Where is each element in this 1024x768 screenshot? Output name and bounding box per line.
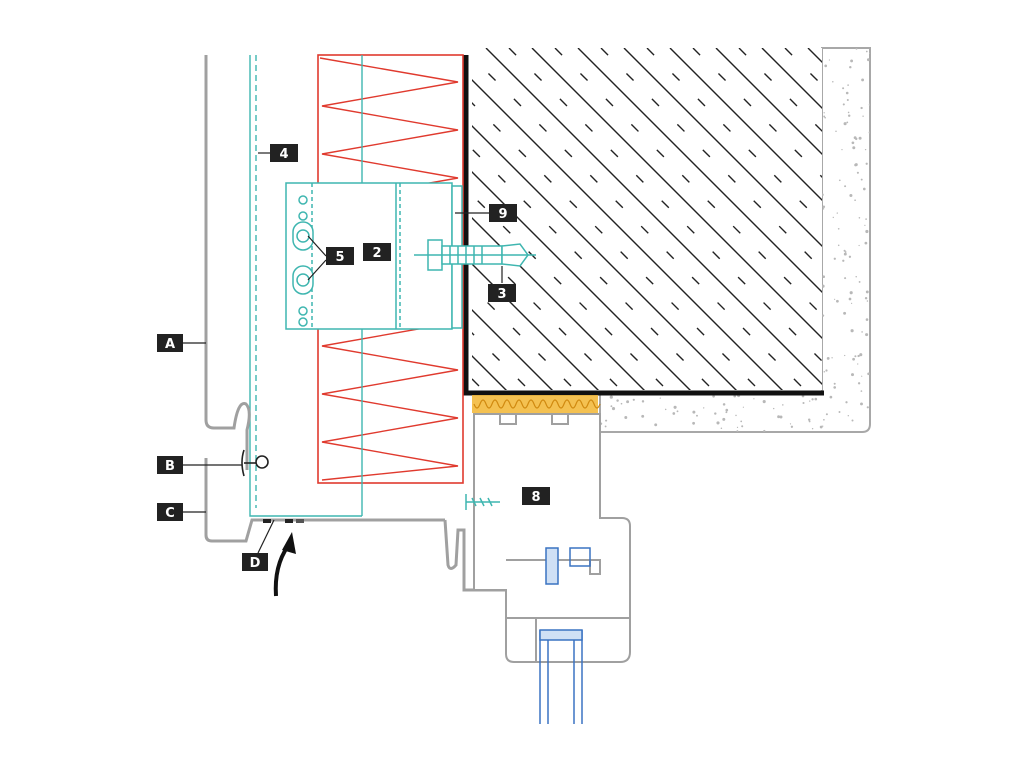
rivet-icon	[296, 273, 310, 287]
ventilation-gap	[263, 519, 304, 523]
concrete-wall	[463, 48, 824, 396]
label-9: 9	[489, 204, 517, 222]
svg-text:5: 5	[335, 250, 344, 265]
svg-text:B: B	[165, 459, 175, 474]
rivet-icon	[296, 229, 310, 243]
label-3: 3	[488, 284, 516, 302]
rivet-icon	[241, 449, 269, 477]
anchor-bolt-icon	[414, 239, 536, 271]
window-glazing	[539, 547, 591, 724]
label-D: D	[242, 553, 268, 571]
svg-text:A: A	[165, 337, 175, 352]
window-frame	[473, 413, 631, 663]
svg-text:4: 4	[279, 147, 288, 162]
membrane-line	[463, 55, 824, 396]
compriband-strip	[472, 395, 601, 413]
label-A: A	[157, 334, 183, 352]
leader-lines	[183, 152, 503, 554]
svg-text:D: D	[250, 556, 261, 571]
label-B: B	[157, 456, 183, 474]
label-5: 5	[326, 247, 354, 265]
label-4: 4	[270, 144, 298, 162]
svg-text:3: 3	[497, 287, 506, 302]
svg-text:2: 2	[372, 246, 381, 261]
cladding-panel	[204, 55, 506, 592]
wall-bracket	[285, 182, 463, 330]
label-2: 2	[363, 243, 391, 261]
svg-text:C: C	[165, 506, 175, 521]
svg-text:9: 9	[498, 207, 507, 222]
screw-icon	[465, 494, 500, 510]
label-8: 8	[522, 487, 550, 505]
label-C: C	[157, 503, 183, 521]
airflow-arrow-icon	[273, 532, 296, 597]
svg-text:8: 8	[531, 490, 540, 505]
